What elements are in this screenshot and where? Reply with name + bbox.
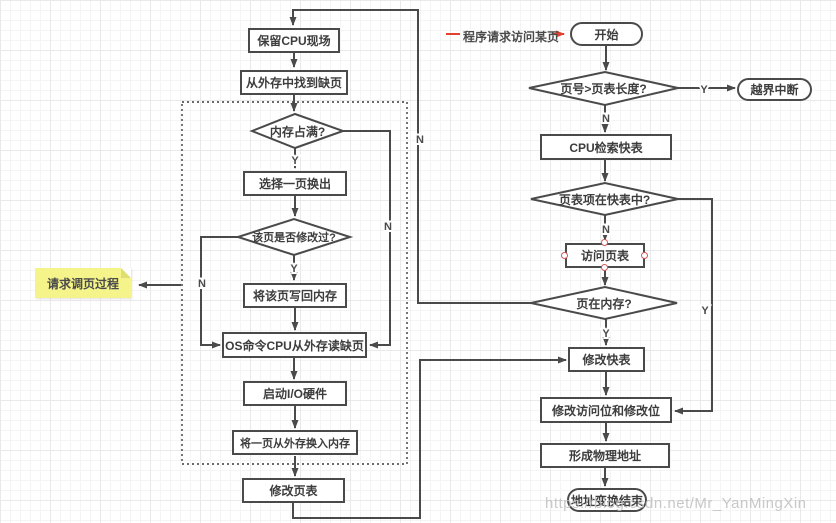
connector-modified-osread-no[interactable] xyxy=(200,236,238,349)
label-page-modified: 该页是否修改过? xyxy=(252,232,336,244)
selection-handle-bottom[interactable] xyxy=(601,264,608,271)
branch-label-memfull-no: N xyxy=(384,221,392,233)
node-end-terminal[interactable]: 地址变换结束 xyxy=(567,488,647,512)
node-write-page-back[interactable]: 将该页写回内存 xyxy=(243,283,347,308)
selection-handle-right[interactable] xyxy=(641,252,648,259)
connector-updatept-updatetlb[interactable] xyxy=(292,356,567,519)
sticky-note[interactable]: 请求调页过程 xyxy=(35,268,131,298)
branch-label-entrytlb-yes: Y xyxy=(701,305,709,317)
label-entry-in-tlb: 页表项在快表中? xyxy=(558,192,651,207)
node-update-page-table[interactable]: 修改页表 xyxy=(242,478,345,503)
node-form-physical-address[interactable]: 形成物理地址 xyxy=(540,443,670,468)
node-find-missing-page[interactable]: 从外存中找到缺页 xyxy=(240,70,348,95)
label-memory-full: 内存占满? xyxy=(269,124,326,139)
branch-label-pageinmem-yes: Y xyxy=(602,328,610,340)
connector-memfull-osread-no[interactable] xyxy=(343,130,391,349)
branch-label-pageinmem-no: N xyxy=(416,134,424,146)
node-os-read-missing-page[interactable]: OS命令CPU从外存读缺页 xyxy=(222,332,367,358)
connector-entrytlb-updatebits-yes[interactable] xyxy=(674,198,713,415)
annotation-text: 程序请求访问某页 xyxy=(463,30,560,44)
node-cpu-search-tlb[interactable]: CPU检索快表 xyxy=(540,134,672,160)
branch-label-entrytlb-no: N xyxy=(602,224,610,236)
node-bounds-interrupt-terminal[interactable]: 越界中断 xyxy=(737,78,812,101)
branch-label-modified-no: N xyxy=(198,278,206,290)
diamond-pagenum-over-length[interactable] xyxy=(528,70,679,107)
dashed-group-boundary[interactable] xyxy=(181,101,408,465)
watermark-text: https://blog.csdn.net/Mr_YanMingXin xyxy=(545,495,807,512)
branch-label-modified-yes: Y xyxy=(290,263,298,275)
node-select-page-swap-out[interactable]: 选择一页换出 xyxy=(243,171,347,196)
node-start-io-hardware[interactable]: 启动I/O硬件 xyxy=(243,381,347,406)
diamond-page-modified[interactable] xyxy=(234,217,354,257)
note-fold-corner-icon xyxy=(121,268,131,278)
node-start-terminal[interactable]: 开始 xyxy=(570,22,643,46)
connector-pageinmem-savecpu-no[interactable] xyxy=(289,9,531,304)
label-pagenum-over-length: 页号>页表长度? xyxy=(560,81,647,96)
diamond-page-in-memory[interactable] xyxy=(530,285,678,321)
branch-label-memfull-yes: Y xyxy=(291,155,299,167)
branch-label-pageover-no: N xyxy=(602,113,610,125)
sticky-note-label: 请求调页过程 xyxy=(46,276,119,291)
node-swap-page-into-memory[interactable]: 将一页从外存换入内存 xyxy=(232,430,358,455)
node-update-tlb[interactable]: 修改快表 xyxy=(568,347,645,372)
selection-handle-top[interactable] xyxy=(601,239,608,246)
diamond-memory-full[interactable] xyxy=(249,112,346,150)
diamond-entry-in-tlb[interactable] xyxy=(530,181,679,217)
branch-label-pageover-yes: Y xyxy=(700,84,708,96)
label-page-in-memory: 页在内存? xyxy=(576,296,632,311)
node-save-cpu-state[interactable]: 保留CPU现场 xyxy=(248,28,340,53)
selection-handle-left[interactable] xyxy=(561,252,568,259)
node-update-access-modify-bits[interactable]: 修改访问位和修改位 xyxy=(540,397,672,423)
